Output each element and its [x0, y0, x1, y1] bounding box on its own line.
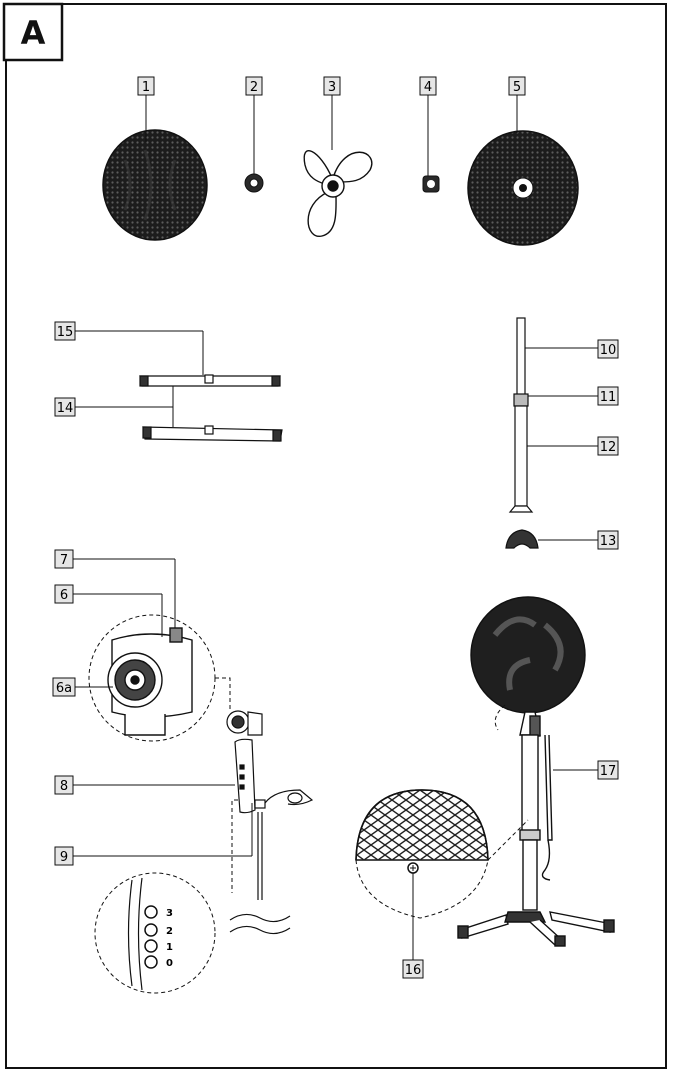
label-box-12 — [597, 436, 619, 456]
fan-blade — [303, 150, 373, 237]
front-grille — [467, 130, 579, 246]
label-14: 14 — [57, 401, 74, 416]
label-box-5 — [508, 76, 526, 96]
motor-housing — [107, 627, 193, 736]
corner-label-box — [2, 2, 64, 62]
mounting-nut — [244, 173, 264, 193]
label-box-4 — [419, 76, 437, 96]
label-box-17 — [597, 760, 619, 780]
power-plug — [264, 789, 314, 806]
base-foot-upper — [139, 374, 281, 387]
speed-label-2: 1 — [166, 942, 173, 953]
label-box-8 — [54, 775, 74, 795]
label-box-9 — [54, 846, 74, 866]
label-box-3 — [323, 76, 341, 96]
label-box-6a — [52, 677, 76, 697]
label-box-1 — [137, 76, 155, 96]
label-16: 16 — [405, 963, 422, 978]
label-box-2 — [245, 76, 263, 96]
base-foot-lower — [142, 425, 283, 442]
label-6: 6 — [60, 588, 68, 603]
label-13: 13 — [600, 534, 617, 549]
motor-body-assembly — [226, 710, 291, 935]
label-4: 4 — [424, 80, 432, 95]
corner-label: A — [21, 14, 46, 52]
label-box-13 — [597, 530, 619, 550]
label-9: 9 — [60, 850, 68, 865]
label-8: 8 — [60, 779, 68, 794]
speed-label-1: 2 — [166, 926, 173, 937]
rear-grille — [102, 129, 208, 241]
label-12: 12 — [600, 440, 617, 455]
grille-dome-detail — [355, 789, 489, 919]
label-box-14 — [54, 397, 76, 417]
label-5: 5 — [513, 80, 521, 95]
label-6a: 6a — [56, 681, 72, 696]
assembled-fan — [457, 596, 615, 947]
speed-buttons — [144, 905, 158, 969]
base-cover — [505, 529, 539, 549]
label-box-11 — [597, 386, 619, 406]
telescopic-pole — [508, 317, 534, 513]
label-15: 15 — [57, 325, 74, 340]
label-box-10 — [597, 339, 619, 359]
label-3: 3 — [328, 80, 336, 95]
label-11: 11 — [600, 390, 617, 405]
label-17: 17 — [600, 764, 617, 779]
label-7: 7 — [60, 553, 68, 568]
label-2: 2 — [250, 80, 258, 95]
spinner-cap — [422, 175, 440, 193]
speed-label-0: 3 — [166, 908, 173, 919]
label-box-16 — [402, 959, 424, 979]
speed-label-3: 0 — [166, 958, 173, 969]
label-box-7 — [54, 549, 74, 569]
label-10: 10 — [600, 343, 617, 358]
label-1: 1 — [142, 80, 150, 95]
label-box-6 — [54, 584, 74, 604]
label-box-15 — [54, 321, 76, 341]
